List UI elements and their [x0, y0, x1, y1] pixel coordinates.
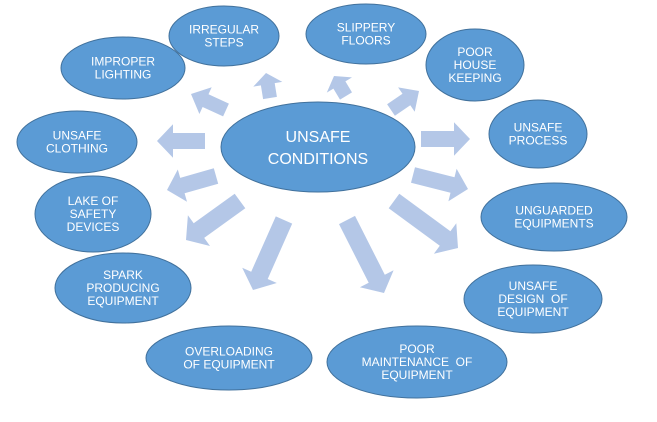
poor-house-keeping-label-line: HOUSE — [454, 58, 497, 72]
unguarded-equipments-label-line: UNGUARDED — [515, 204, 593, 218]
arrow-to-unsafe-design-of-equipment — [388, 193, 458, 254]
unsafe-clothing-label-line: UNSAFE — [53, 129, 102, 143]
unsafe-clothing-ellipse — [16, 110, 138, 174]
poor-maintenance-of-equipment-label-line: EQUIPMENT — [381, 368, 453, 382]
unsafe-process-label-line: PROCESS — [509, 134, 568, 148]
poor-house-keeping-label-line: KEEPING — [448, 71, 501, 85]
nodes-layer: IRREGULARSTEPSSLIPPERYFLOORSPOORHOUSEKEE… — [16, 3, 628, 399]
improper-lighting-label-line: LIGHTING — [95, 68, 152, 82]
irregular-steps-ellipse — [168, 5, 280, 67]
arrow-to-poor-house-keeping — [387, 87, 419, 116]
overloading-of-equipment-label-line: OF EQUIPMENT — [183, 358, 275, 372]
arrows-layer — [157, 73, 470, 293]
node-center: UNSAFE CONDITIONS — [220, 101, 416, 193]
spark-producing-equipment-label-line: SPARK — [103, 268, 143, 282]
center-ellipse — [220, 101, 416, 193]
poor-house-keeping-label-line: POOR — [457, 45, 493, 59]
irregular-steps-label-line: IRREGULAR — [189, 23, 259, 37]
arrow-to-lake-of-safety-devices — [167, 168, 219, 202]
arrow-to-slippery-floors — [326, 76, 352, 100]
arrow-to-poor-maintenance-of-equipment — [339, 215, 394, 293]
poor-maintenance-of-equipment-label-line: POOR — [399, 342, 435, 356]
spark-producing-equipment-label-line: PRODUCING — [86, 281, 159, 295]
arrow-to-unguarded-equipments — [411, 167, 468, 202]
lake-of-safety-devices-label-line: DEVICES — [67, 220, 120, 234]
arrow-to-unsafe-process — [421, 122, 470, 156]
arrow-to-improper-lighting — [191, 87, 229, 117]
improper-lighting-ellipse — [60, 36, 186, 100]
slippery-floors-label-line: SLIPPERY — [337, 21, 395, 35]
spark-producing-equipment-ellipse — [54, 252, 192, 324]
lake-of-safety-devices-label-line: LAKE OF — [68, 194, 119, 208]
unguarded-equipments-label-line: EQUIPMENTS — [514, 217, 593, 231]
arrow-to-spark-producing-equipment — [186, 193, 246, 246]
arrow-to-irregular-steps — [253, 73, 283, 100]
arrow-to-overloading-of-equipment — [242, 216, 293, 290]
overloading-of-equipment-label-line: OVERLOADING — [185, 345, 273, 359]
unsafe-process-ellipse — [488, 99, 588, 169]
overloading-of-equipment-ellipse — [145, 325, 313, 391]
arrow-to-unsafe-clothing — [157, 124, 205, 158]
center-label-line: CONDITIONS — [268, 151, 368, 168]
poor-house-keeping-ellipse — [425, 28, 525, 102]
unsafe-clothing-label-line: CLOTHING — [46, 142, 108, 156]
poor-maintenance-of-equipment-ellipse — [326, 325, 508, 399]
lake-of-safety-devices-label-line: SAFETY — [70, 207, 117, 221]
improper-lighting-label-line: IMPROPER — [91, 55, 155, 69]
center-label-line: UNSAFE — [286, 129, 351, 146]
slippery-floors-label-line: FLOORS — [341, 34, 390, 48]
unsafe-design-of-equipment-label-line: EQUIPMENT — [497, 305, 569, 319]
irregular-steps-label-line: STEPS — [204, 36, 243, 50]
unsafe-design-of-equipment-label-line: UNSAFE — [509, 279, 558, 293]
unsafe-design-of-equipment-label-line: DESIGN OF — [498, 292, 567, 306]
unsafe-process-label-line: UNSAFE — [514, 121, 563, 135]
lake-of-safety-devices-ellipse — [34, 175, 152, 253]
slippery-floors-ellipse — [305, 3, 427, 65]
unsafe-design-of-equipment-ellipse — [463, 264, 603, 334]
unguarded-equipments-ellipse — [480, 182, 628, 252]
spark-producing-equipment-label-line: EQUIPMENT — [87, 294, 159, 308]
poor-maintenance-of-equipment-label-line: MAINTENANCE OF — [362, 355, 473, 369]
